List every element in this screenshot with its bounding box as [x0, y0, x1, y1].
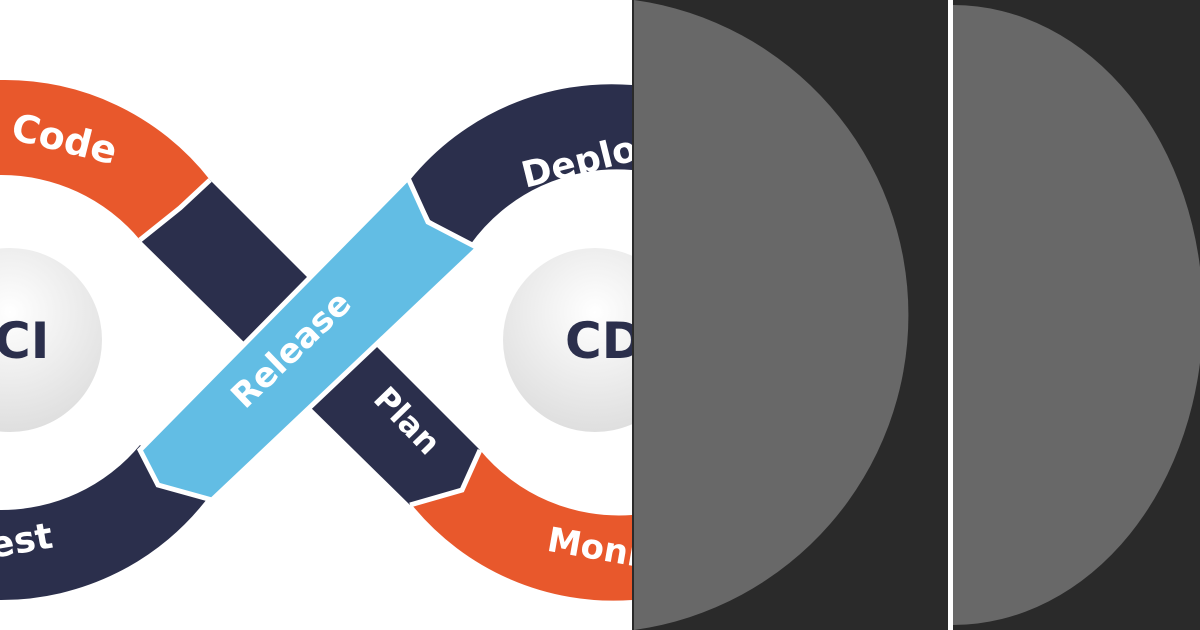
- cd-hub: [503, 248, 632, 432]
- panel-circle: [634, 0, 909, 630]
- right-video-panel: [953, 0, 1200, 630]
- release-band: [136, 173, 483, 503]
- devops-infinity-diagram: CI CD Code Test Deploy Monitor Release P…: [0, 79, 643, 601]
- deploy-segment: [410, 84, 632, 245]
- cd-hub-label: CD: [565, 312, 643, 370]
- panel-divider: [948, 0, 953, 630]
- ci-hub-label: CI: [0, 312, 49, 370]
- monitor-segment: [412, 450, 632, 601]
- panel-circle: [953, 5, 1200, 625]
- left-video-panel: [632, 0, 948, 630]
- code-segment: [0, 79, 210, 240]
- ci-hub: [0, 248, 102, 432]
